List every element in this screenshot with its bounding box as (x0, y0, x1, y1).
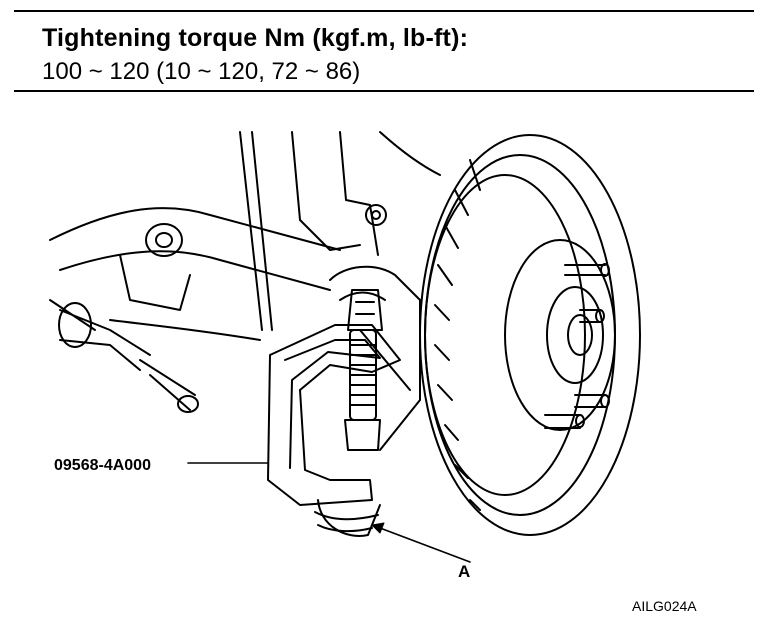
part-a-label: A (458, 562, 471, 581)
tie-rod (58, 302, 199, 413)
part-a-leader-line (371, 524, 471, 563)
tool-part-number: 09568-4A000 (54, 457, 151, 474)
top-rule (14, 10, 754, 12)
ball-joint-boot (314, 499, 381, 537)
brake-disc (419, 134, 641, 536)
figure-code: AILG024A (632, 598, 697, 614)
ball-joint-puller (267, 289, 401, 506)
torque-value: 100 ~ 120 (10 ~ 120, 72 ~ 86) (42, 58, 361, 85)
suspension-illustration (49, 131, 641, 563)
knuckle (329, 265, 421, 451)
control-arm (49, 207, 341, 341)
bottom-rule (14, 90, 754, 92)
wheel-hub (504, 239, 616, 431)
strut-frame (239, 131, 441, 331)
torque-title: Tightening torque Nm (kgf.m, lb-ft): (42, 24, 469, 52)
part-a-arrowhead (371, 522, 385, 534)
